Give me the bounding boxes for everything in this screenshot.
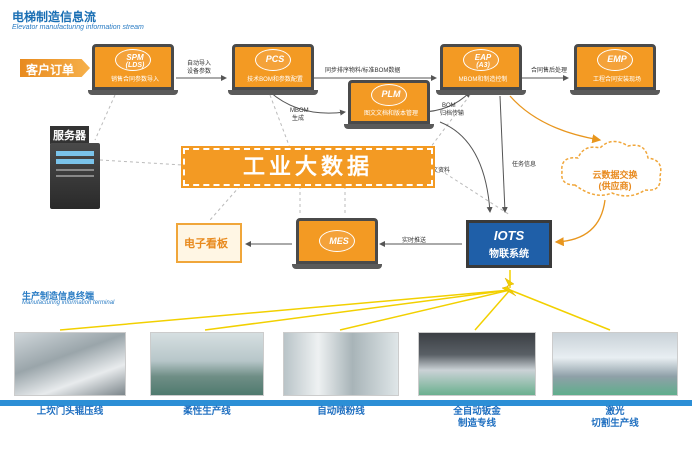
spm-code2: (LDS) [125,62,145,69]
blue-band [0,400,692,406]
system-eap: EAP (A3) MBOM和制造控制 [436,44,526,96]
emp-desc: 工程合同安装现场 [592,77,641,83]
electronic-board: 电子看板 [176,223,242,263]
iots-code: IOTS [493,228,525,243]
section2-subtitle: Manufacturing information terminal [22,300,115,306]
mes-code: MES [329,236,349,246]
system-emp: EMP 工程合同安装现场 [570,44,660,96]
label-tuwen: 图文资料 [426,168,451,174]
system-pcs: PCS 技术BOM和参数配置 [228,44,318,96]
emp-code: EMP [607,54,627,64]
line-caption-3: 自动喷粉线 [317,406,365,417]
signal-bolt-icon [501,277,517,297]
arrow-eap-iots [499,95,508,213]
section2-title: 生产制造信息终端 [22,291,95,301]
plm-code: PLM [381,89,401,99]
system-spm: SPM (LDS) 销售合同参数导入 [88,44,178,96]
label-spm-pcs-2: 设备参数 [187,69,212,75]
line-caption-2: 柔性生产线 [183,406,231,417]
line-caption-1: 上坎门头辊压线 [36,406,104,417]
pcs-desc: 技术BOM和参数配置 [247,77,303,83]
photo-line-5 [552,332,678,396]
spm-desc: 销售合同参数导入 [110,77,159,83]
label-spm-pcs-1: 自动导入 [187,61,212,67]
arrow-plm-iots [439,121,493,213]
eap-desc: MBOM和制造控制 [458,77,508,83]
system-mes: MES [292,218,382,270]
spm-code: SPM [126,53,144,62]
label-mbom-1: MBOM [290,108,309,114]
line-caption-4: 全自动钣金制造专线 [453,406,501,429]
cloud-shape [561,140,662,197]
arrow-pcs-plm [269,91,346,116]
eap-code: EAP [474,53,492,62]
diagram-title: 电梯制造信息流 [12,10,97,24]
server-icon [50,143,100,209]
pcs-code: PCS [265,54,285,64]
photo-line-1 [14,332,126,396]
iots-desc: 物联系统 [489,249,529,260]
system-plm: PLM 图文文档和版本管理 [344,80,434,130]
diagram-subtitle: Elevator manufacturing information strea… [12,24,144,31]
signal-lines [59,270,611,331]
server-label: 服务器 [50,126,89,144]
label-eap-emp: 合同售后处理 [531,68,568,74]
system-iots: IOTS 物联系统 [466,220,552,268]
label-pcs-eap: 同步排序物料/标准BOM数据 [325,68,401,74]
arrow-eap-cloud [509,95,602,144]
cloud-data-exchange: 云数据交换 (供应商) [592,170,638,191]
label-mbom-2: 生成 [292,116,305,122]
photo-line-2 [150,332,264,396]
line-caption-5: 激光切割生产线 [591,406,639,429]
plm-desc: 图文文档和版本管理 [363,111,418,117]
photo-line-3 [283,332,399,396]
customer-order-tag: 客户订单 [20,59,90,77]
industrial-big-data-banner: 工业大数据 [183,148,433,186]
label-renwu: 任务信息 [512,162,537,168]
eap-code2: (A3) [476,62,490,69]
dashed-guide-lines [94,94,511,221]
label-bom-2: 归档传输 [440,111,465,117]
label-bom-1: BOM [442,103,456,109]
photo-line-4 [418,332,536,396]
label-shishi: 实时推送 [402,238,427,244]
arrow-cloud-iots [554,199,606,247]
